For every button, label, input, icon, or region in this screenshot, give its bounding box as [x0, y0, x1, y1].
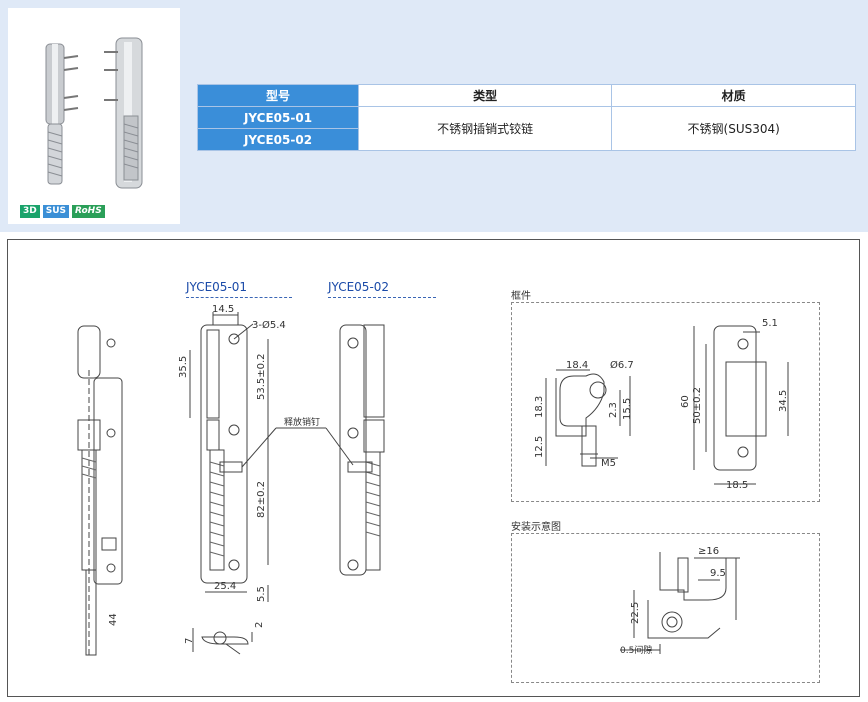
- header-material: 材质: [611, 84, 856, 107]
- model-01: JYCE05-01: [197, 106, 359, 129]
- header-type: 类型: [357, 84, 613, 107]
- product-photo: 3D SUS RoHS: [8, 8, 180, 224]
- certification-badges: 3D SUS RoHS: [20, 205, 105, 218]
- title-jyce05-02: JYCE05-02: [328, 280, 390, 294]
- dim-bottom-gap: 5.5: [256, 586, 267, 602]
- type-value: 不锈钢插销式铰链: [357, 106, 613, 151]
- dim-section-h: 7: [184, 637, 195, 644]
- badge-rohs: RoHS: [72, 205, 105, 218]
- product-header-band: 3D SUS RoHS 型号 类型 材质 JYCE05-01 不锈钢插销式铰链 …: [0, 0, 868, 232]
- header-model: 型号: [197, 84, 359, 107]
- frame-dim-d6: 12.5: [534, 435, 545, 458]
- release-pin-label: 释放销钉: [284, 418, 321, 428]
- title-jyce05-01: JYCE05-01: [186, 280, 248, 294]
- dim-holes: 3-Ø5.4: [252, 320, 286, 331]
- dim-section-t: 2: [254, 621, 265, 628]
- install-dim-i1: ≥16: [698, 546, 720, 557]
- model-02: JYCE05-02: [197, 128, 359, 151]
- hinge-photo-image: [45, 37, 143, 189]
- drawing-canvas: [77, 312, 789, 656]
- frame-dim-d3: 18.3: [534, 395, 545, 418]
- frame-dim-d4: 2.3: [608, 402, 619, 418]
- frame-dim-d11: 34.5: [778, 389, 789, 412]
- dim-side-left: 44: [108, 613, 119, 626]
- install-dim-i3: 22.5: [630, 601, 641, 624]
- dim-width-top: 14.5: [212, 304, 235, 315]
- dim-bottom-width: 25.4: [214, 581, 237, 592]
- frame-dim-d10: 50±0.2: [692, 386, 703, 424]
- frame-label: 框件: [511, 291, 531, 302]
- frame-dim-d12: 18.5: [726, 480, 749, 491]
- technical-drawing: JYCE05-01 JYCE05-02 框件 安装示意图: [7, 239, 860, 697]
- install-label: 安装示意图: [511, 522, 561, 533]
- install-dim-i4: 0.5间隙: [620, 646, 653, 656]
- badge-3d: 3D: [20, 205, 40, 218]
- frame-dim-d8: 5.1: [762, 318, 778, 329]
- frame-dim-d2: Ø6.7: [610, 360, 634, 371]
- spec-table: 型号 类型 材质 JYCE05-01 不锈钢插销式铰链 不锈钢(SUS304) …: [197, 84, 856, 151]
- frame-dim-d5: 15.5: [622, 397, 633, 420]
- material-value: 不锈钢(SUS304): [611, 106, 856, 151]
- dim-lower-pitch: 82±0.2: [256, 480, 267, 518]
- title-underline: [328, 297, 436, 298]
- badge-sus: SUS: [42, 205, 70, 218]
- dim-hole-pitch: 53.5±0.2: [256, 353, 267, 400]
- dim-upper-len: 35.5: [178, 355, 189, 378]
- frame-box: [511, 302, 820, 502]
- install-dim-i2: 9.5: [710, 568, 726, 579]
- install-box: [511, 533, 820, 683]
- title-underline: [186, 297, 292, 298]
- frame-dim-d7: M5: [601, 458, 616, 469]
- frame-dim-d1: 18.4: [566, 360, 589, 371]
- frame-dim-d9: 60: [680, 395, 691, 408]
